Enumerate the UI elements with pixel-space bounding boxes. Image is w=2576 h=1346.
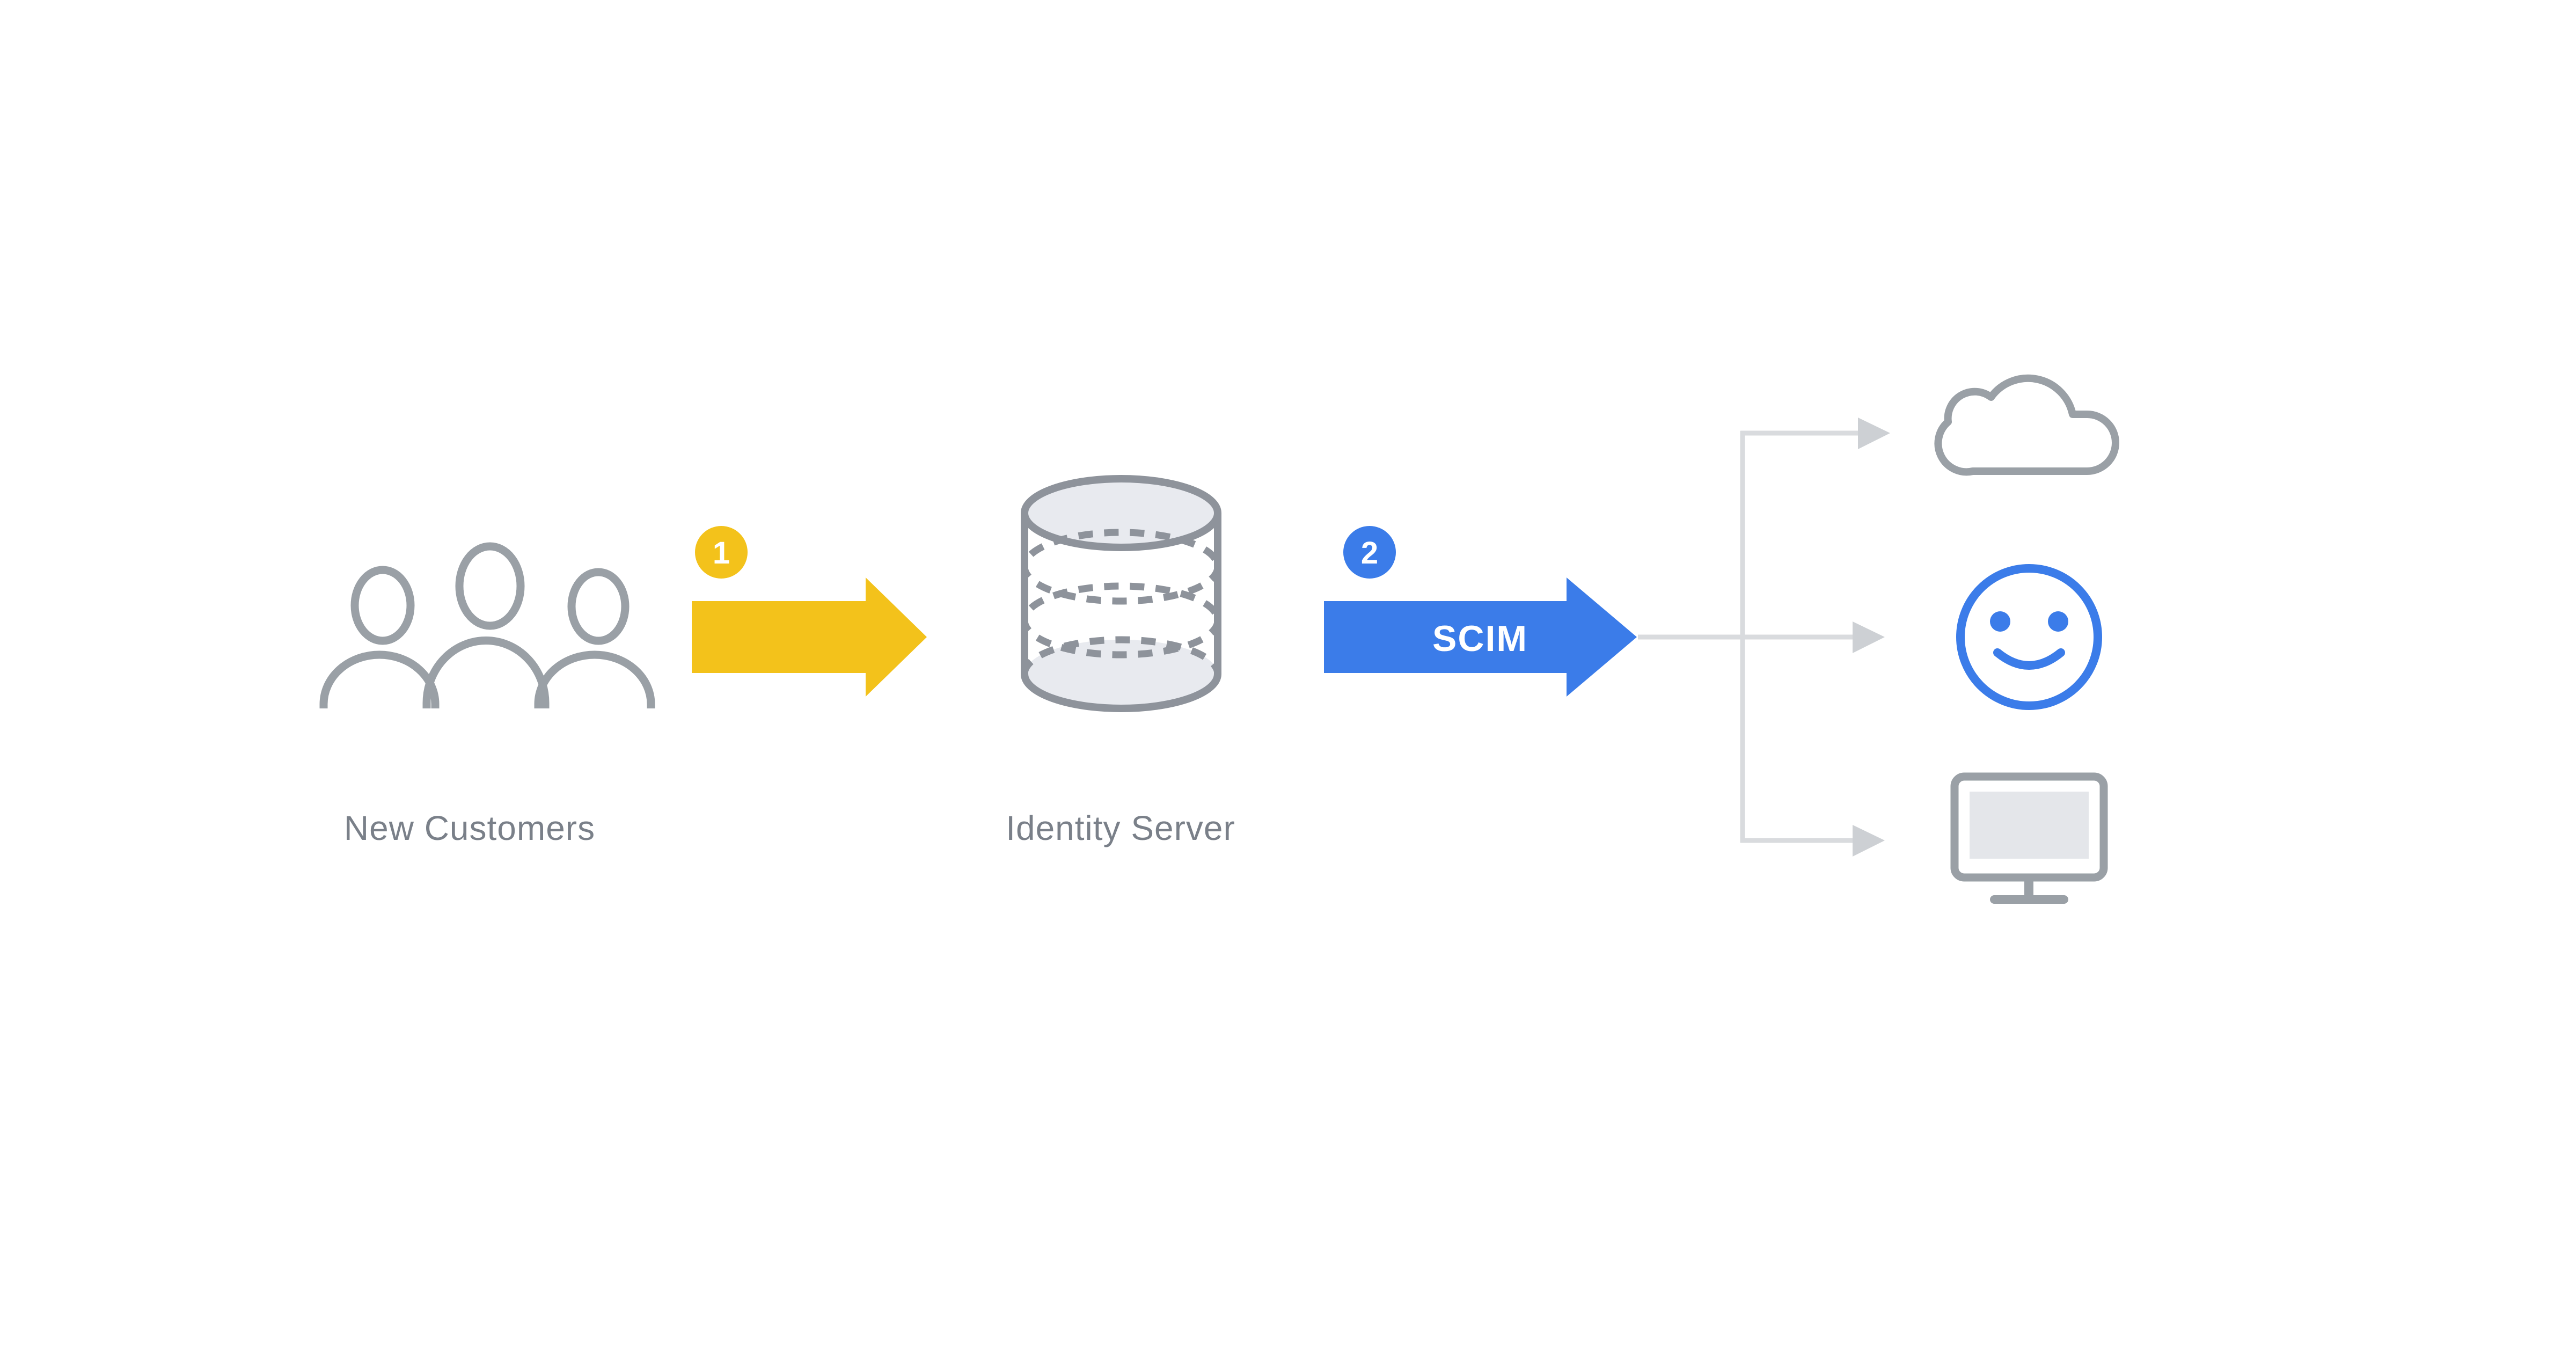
smiley-face-icon <box>1956 564 2102 710</box>
cylinder-dashed-ring-3 <box>1021 636 1221 675</box>
person-head-right <box>567 568 630 645</box>
person-body-right <box>534 650 655 708</box>
source-label: New Customers <box>344 809 595 847</box>
step1-number: 1 <box>713 536 730 570</box>
cloud-outline <box>1934 374 2119 476</box>
database-cylinder-icon <box>1021 475 1221 712</box>
person-head-left <box>350 566 415 645</box>
cylinder-bottom-arc <box>1021 674 1221 712</box>
scim-label: SCIM <box>1432 618 1528 659</box>
server-label: Identity Server <box>1006 809 1235 847</box>
person-body-middle <box>422 637 550 708</box>
step1-badge <box>695 526 748 579</box>
step2-arrow: 2 SCIM <box>1324 526 1637 697</box>
smiley-outline <box>1956 564 2102 710</box>
cloud-icon <box>1934 374 2119 476</box>
monitor-stand <box>2024 877 2033 899</box>
bottom-branch-arrowhead <box>1853 825 1885 857</box>
step1-arrow: 1 <box>692 526 927 697</box>
step2-badge <box>1343 526 1396 579</box>
step2-number: 2 <box>1361 536 1378 570</box>
person-body-left <box>319 650 440 708</box>
fanout-connectors <box>1638 418 1890 857</box>
middle-branch-arrowhead <box>1853 621 1885 653</box>
cylinder-top-cap <box>1021 475 1221 551</box>
cylinder-bottom-cap <box>1024 640 1218 708</box>
smiley-mouth <box>1993 648 2065 670</box>
smiley-eye-right <box>2048 611 2068 632</box>
person-head-middle <box>455 542 525 630</box>
smiley-eye-left <box>1990 611 2010 632</box>
yellow-arrow <box>692 577 927 697</box>
people-icon <box>319 542 655 708</box>
monitor-icon <box>1950 772 2108 904</box>
top-branch-arrowhead <box>1858 418 1890 449</box>
blue-arrow <box>1324 577 1637 697</box>
monitor-base <box>1990 895 2068 904</box>
monitor-screen <box>1970 792 2089 859</box>
